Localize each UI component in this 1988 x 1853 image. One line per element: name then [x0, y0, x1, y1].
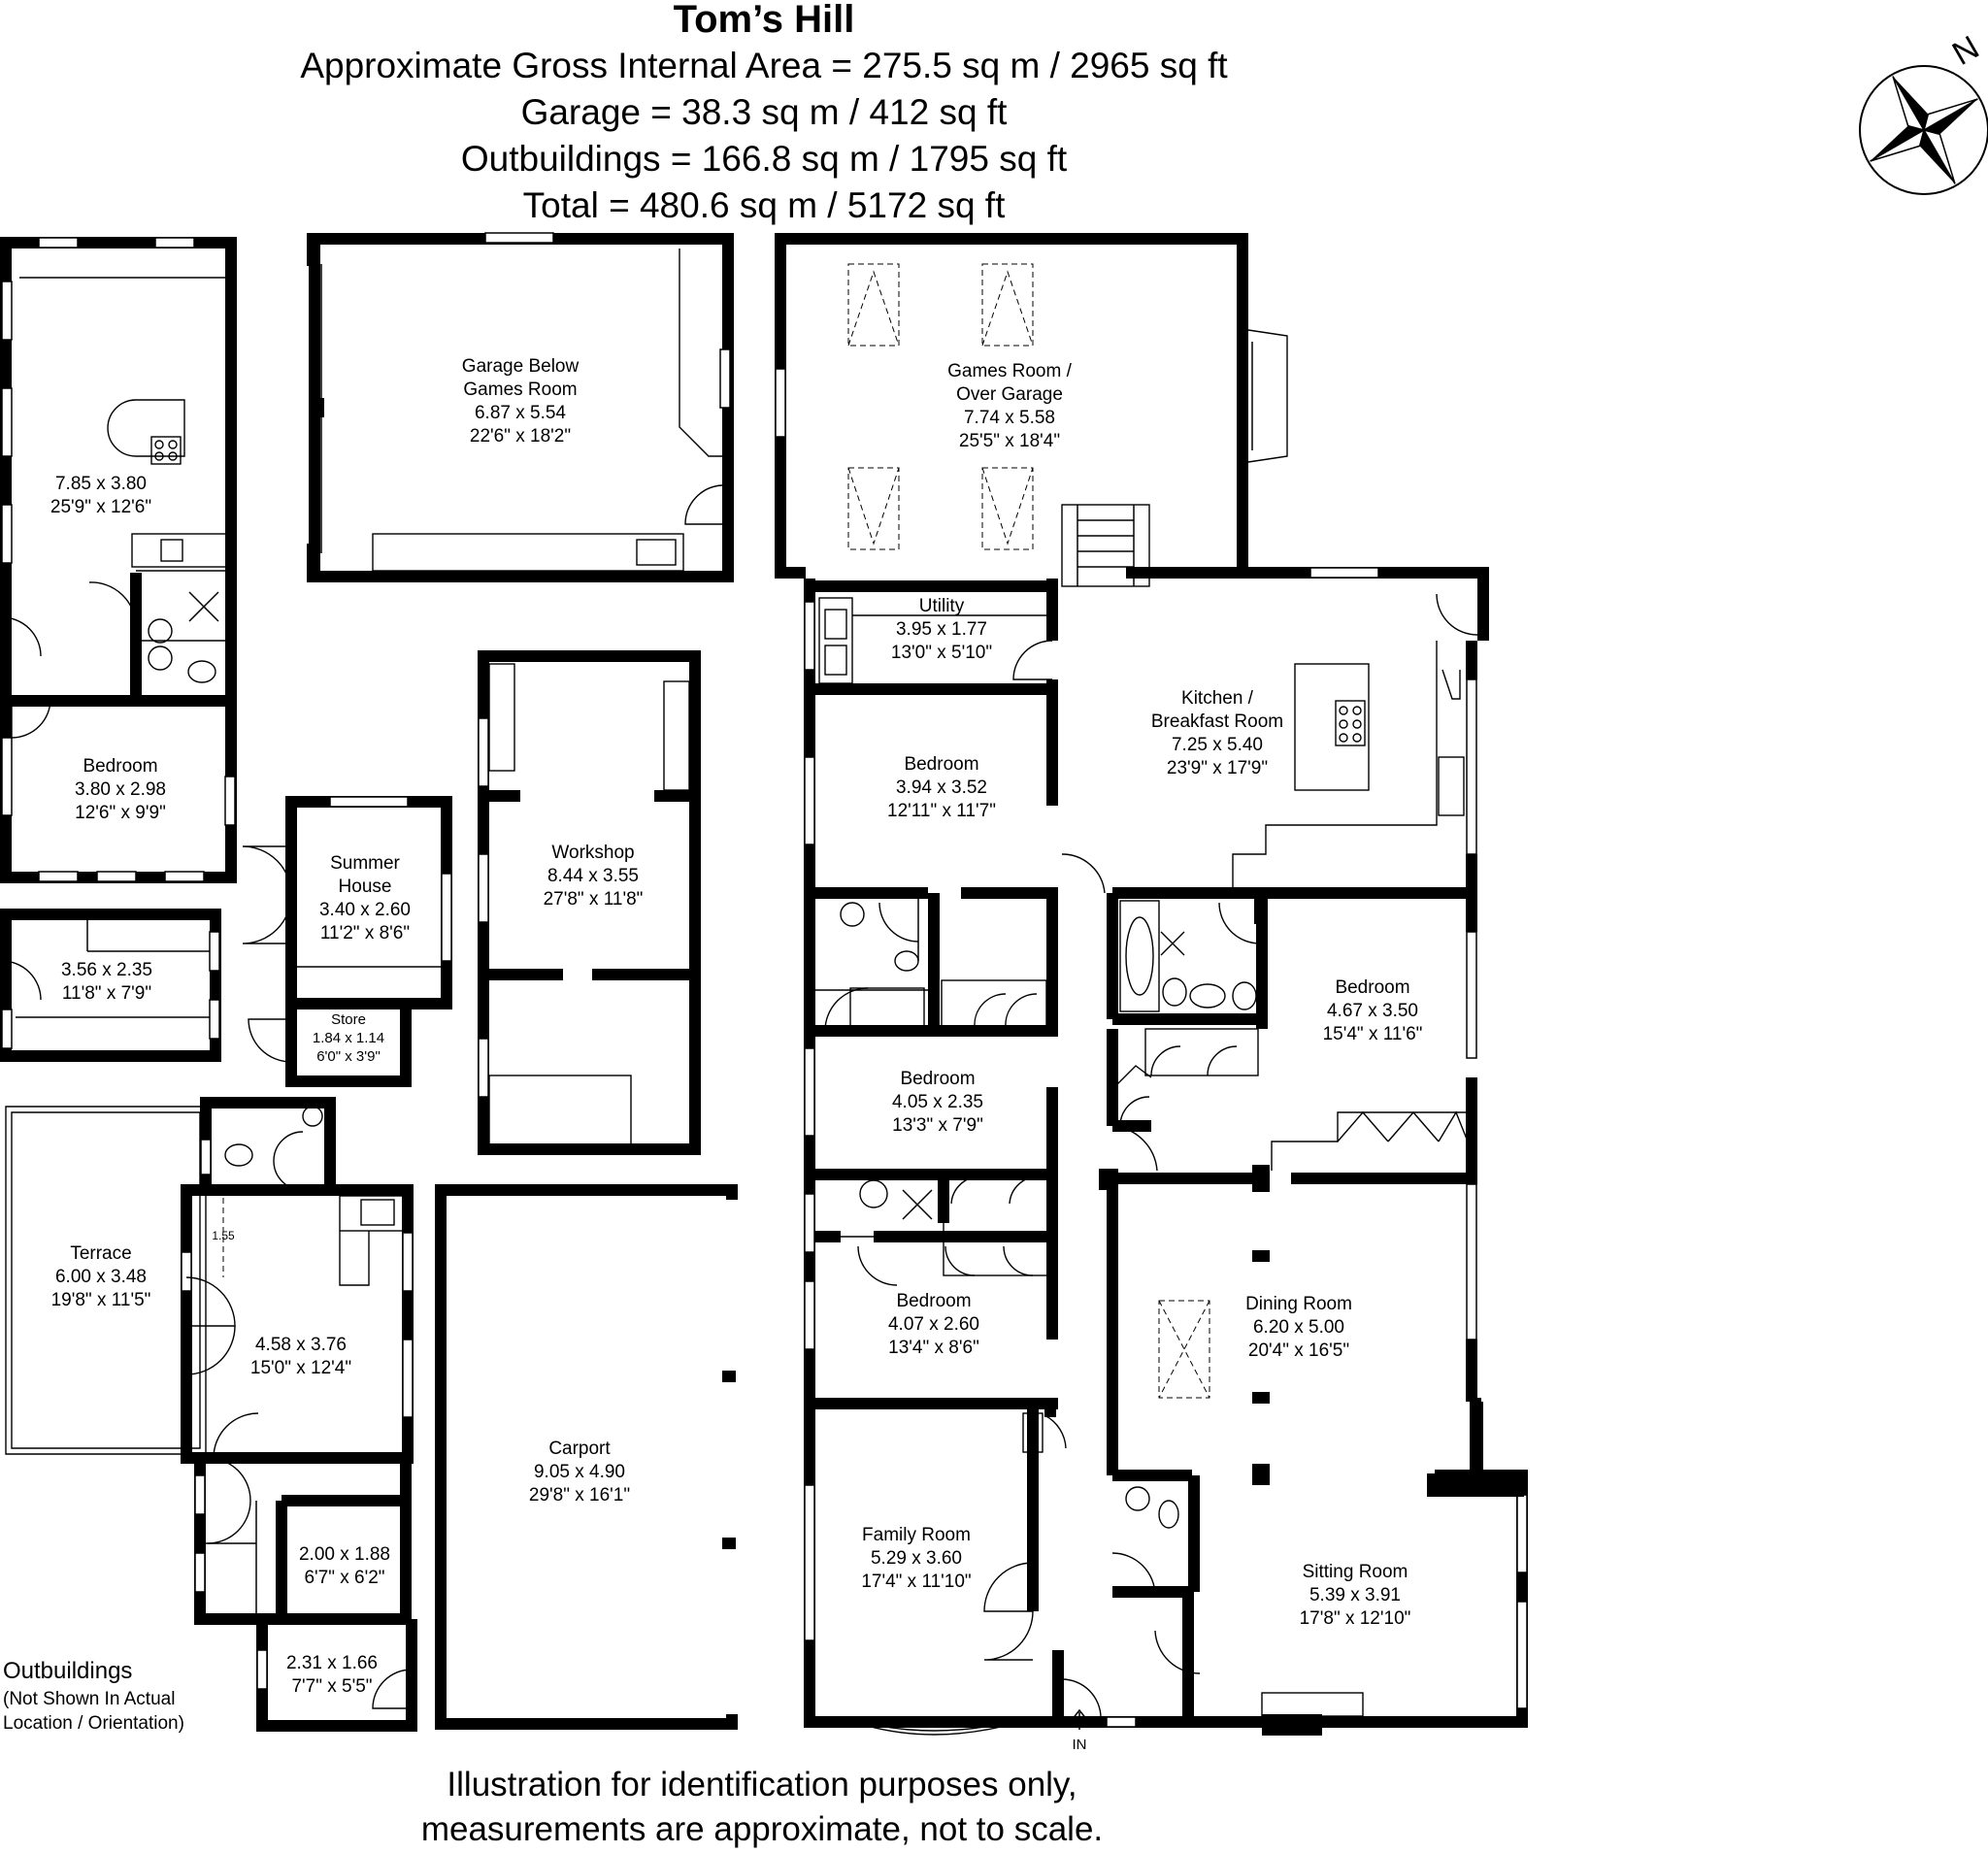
- garage-below-games-room: Garage Below Games Room 6.87 x 5.54 22'6…: [307, 232, 734, 582]
- games-room-label-2: Over Garage: [956, 384, 1063, 405]
- games-room: Games Room / Over Garage 7.74 x 5.58 25'…: [775, 233, 1288, 587]
- outbuildings-note-line1: (Not Shown In Actual: [3, 1689, 175, 1709]
- sitting-imperial: 17'8" x 12'10": [1300, 1608, 1411, 1629]
- outbuilding-bedroom-name: Bedroom: [83, 756, 157, 777]
- kitchen-label-2: Breakfast Room: [1151, 711, 1283, 732]
- garage-below-metric: 6.87 x 5.54: [475, 403, 566, 423]
- outbuildings-note-title: Outbuildings: [3, 1658, 132, 1684]
- outbuilding-a-imperial: 6'7" x 6'2": [304, 1568, 384, 1588]
- summer-house-label-2: House: [339, 877, 392, 897]
- footer-line2: measurements are approximate, not to sca…: [421, 1810, 1103, 1848]
- outbuilding-room-dimension: 1.55: [212, 1229, 235, 1242]
- terrace-outbuilding: Terrace 6.00 x 3.48 19'8" x 11'5" 1.55 4…: [5, 1097, 417, 1732]
- outbuilding-main-imperial: 25'9" x 12'6": [50, 497, 151, 517]
- outbuilding-room-imperial: 15'0" x 12'4": [250, 1358, 351, 1378]
- utility-metric: 3.95 x 1.77: [896, 619, 987, 640]
- outbuildings-note: Outbuildings (Not Shown In Actual Locati…: [3, 1658, 184, 1734]
- carport-imperial: 29'8" x 16'1": [529, 1485, 630, 1506]
- garage-below-imperial: 22'6" x 18'2": [470, 426, 571, 447]
- kitchen-label-1: Kitchen /: [1181, 688, 1254, 709]
- outbuilding-main-metric: 7.85 x 3.80: [55, 474, 147, 494]
- carport: Carport 9.05 x 4.90 29'8" x 16'1": [435, 1184, 738, 1730]
- outbuilding-b-imperial: 7'7" x 5'5": [291, 1676, 372, 1697]
- outbuilding-left: 7.85 x 3.80 25'9" x 12'6" Bedroom 3.80 x…: [0, 237, 237, 883]
- footer-line1: Illustration for identification purposes…: [447, 1766, 1077, 1803]
- workshop-metric: 8.44 x 3.55: [547, 866, 639, 886]
- gross-internal-area: Approximate Gross Internal Area = 275.5 …: [300, 46, 1228, 85]
- utility-imperial: 13'0" x 5'10": [891, 643, 992, 663]
- bedroom1-name: Bedroom: [904, 754, 978, 775]
- games-room-imperial: 25'5" x 18'4": [959, 431, 1060, 451]
- header: Tom’s Hill Approximate Gross Internal Ar…: [300, 0, 1228, 225]
- bedroom2-name: Bedroom: [1335, 977, 1409, 998]
- family-metric: 5.29 x 3.60: [871, 1548, 962, 1569]
- entrance-label: IN: [1073, 1737, 1087, 1753]
- games-room-label-1: Games Room /: [947, 361, 1072, 381]
- dining-imperial: 20'4" x 16'5": [1248, 1340, 1349, 1361]
- terrace-metric: 6.00 x 3.48: [55, 1267, 147, 1287]
- store-imperial: 6'0" x 3'9": [316, 1048, 381, 1065]
- workshop-name: Workshop: [551, 843, 634, 863]
- store-metric: 1.84 x 1.14: [313, 1030, 384, 1046]
- family-name: Family Room: [862, 1525, 971, 1545]
- bedroom3-name: Bedroom: [900, 1069, 975, 1089]
- workshop: Workshop 8.44 x 3.55 27'8" x 11'8": [478, 650, 701, 1155]
- bedroom1-imperial: 12'11" x 11'7": [887, 801, 996, 821]
- family-imperial: 17'4" x 11'10": [861, 1572, 971, 1592]
- bedroom2-imperial: 15'4" x 11'6": [1323, 1024, 1423, 1044]
- outbuildings-area: Outbuildings = 166.8 sq m / 1795 sq ft: [461, 139, 1068, 179]
- games-room-metric: 7.74 x 5.58: [964, 408, 1055, 428]
- bedroom3-metric: 4.05 x 2.35: [892, 1092, 983, 1112]
- sitting-name: Sitting Room: [1303, 1562, 1408, 1582]
- bedroom3-imperial: 13'3" x 7'9": [892, 1115, 983, 1136]
- outbuilding-bedroom-metric: 3.80 x 2.98: [75, 779, 166, 800]
- summer-house-imperial: 11'2" x 8'6": [320, 923, 410, 943]
- terrace-imperial: 19'8" x 11'5": [51, 1290, 151, 1310]
- terrace-name: Terrace: [70, 1243, 131, 1264]
- dining-metric: 6.20 x 5.00: [1253, 1317, 1344, 1338]
- store-name: Store: [331, 1011, 366, 1028]
- garage-below-label-1: Garage Below: [462, 356, 580, 377]
- outbuilding-small: 3.56 x 2.35 11'8" x 7'9": [0, 909, 221, 1062]
- outbuilding-a-metric: 2.00 x 1.88: [299, 1544, 390, 1565]
- summer-house: Summer House 3.40 x 2.60 11'2" x 8'6" St…: [242, 796, 452, 1087]
- sitting-metric: 5.39 x 3.91: [1309, 1585, 1401, 1605]
- bedroom1-metric: 3.94 x 3.52: [896, 778, 987, 798]
- kitchen-imperial: 23'9" x 17'9": [1167, 758, 1268, 778]
- garage-below-label-2: Games Room: [463, 380, 577, 400]
- plan-title: Tom’s Hill: [674, 0, 855, 41]
- dining-name: Dining Room: [1245, 1294, 1352, 1314]
- kitchen-metric: 7.25 x 5.40: [1172, 735, 1263, 755]
- summer-house-metric: 3.40 x 2.60: [319, 900, 411, 920]
- outbuilding-bedroom-imperial: 12'6" x 9'9": [75, 803, 166, 823]
- carport-name: Carport: [548, 1439, 611, 1459]
- total-area: Total = 480.6 sq m / 5172 sq ft: [523, 185, 1006, 225]
- bedroom2-metric: 4.67 x 3.50: [1327, 1001, 1418, 1021]
- workshop-imperial: 27'8" x 11'8": [544, 889, 644, 910]
- garage-area: Garage = 38.3 sq m / 412 sq ft: [521, 92, 1009, 132]
- bedroom4-imperial: 13'4" x 8'6": [888, 1338, 979, 1358]
- outbuildings-note-line2: Location / Orientation): [3, 1713, 184, 1734]
- outbuilding-b-metric: 2.31 x 1.66: [286, 1653, 378, 1673]
- compass-north-label: N: [1946, 29, 1985, 73]
- carport-metric: 9.05 x 4.90: [534, 1462, 625, 1482]
- compass-icon: N: [1859, 29, 1988, 195]
- main-house: IN Utility 3.95 x 1.77 13'0" x 5'10" Kit…: [804, 567, 1528, 1753]
- outbuilding-room-metric: 4.58 x 3.76: [255, 1335, 347, 1355]
- footer: Illustration for identification purposes…: [421, 1766, 1103, 1848]
- utility-name: Utility: [919, 596, 965, 616]
- outbuilding-small-imperial: 11'8" x 7'9": [62, 983, 151, 1004]
- outbuilding-small-metric: 3.56 x 2.35: [61, 960, 152, 980]
- bedroom4-metric: 4.07 x 2.60: [888, 1314, 979, 1335]
- summer-house-label-1: Summer: [330, 853, 400, 874]
- bedroom4-name: Bedroom: [896, 1291, 971, 1311]
